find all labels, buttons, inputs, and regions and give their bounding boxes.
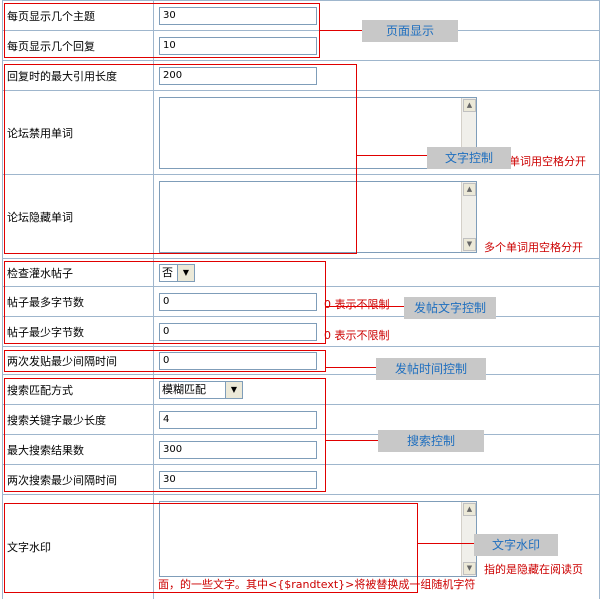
check-spam-value: 否: [162, 266, 173, 279]
label-banned-words: 论坛禁用单词: [2, 91, 154, 174]
row-watermark: 文字水印 ▲ ▼ 指的是隐藏在阅读页: [2, 495, 600, 599]
check-spam-select[interactable]: 否 ▼: [159, 264, 195, 282]
label-watermark: 文字水印: [2, 495, 154, 599]
post-min-bytes-hint: 0 表示不限制: [324, 329, 390, 342]
row-topics-per-page: 每页显示几个主题 30: [2, 1, 600, 31]
callout-post-text-control: 发帖文字控制: [404, 297, 496, 319]
row-max-quote-length: 回复时的最大引用长度 200: [2, 61, 600, 91]
label-hidden-words: 论坛隐藏单词: [2, 175, 154, 258]
callout-page-display: 页面显示: [362, 20, 458, 42]
callout-search-control: 搜索控制: [378, 430, 484, 452]
post-max-bytes-input[interactable]: 0: [159, 293, 317, 311]
row-check-spam: 检查灌水帖子 否 ▼: [2, 259, 600, 287]
chevron-down-icon[interactable]: ▼: [225, 382, 242, 398]
connector-text-control: [357, 155, 427, 156]
search-mode-value: 模糊匹配: [162, 383, 206, 396]
callout-post-time-control: 发帖时间控制: [376, 358, 486, 380]
search-min-keyword-input[interactable]: 4: [159, 411, 317, 429]
banned-words-hint: 单词用空格分开: [509, 155, 586, 168]
scroll-down-icon[interactable]: ▼: [463, 562, 476, 575]
row-search-interval: 两次搜索最少间隔时间 30: [2, 465, 600, 495]
label-post-min-bytes: 帖子最少字节数: [2, 317, 154, 346]
row-search-min-keyword: 搜索关键字最少长度 4: [2, 405, 600, 435]
post-interval-input[interactable]: 0: [159, 352, 317, 370]
replies-per-page-input[interactable]: 10: [159, 37, 317, 55]
label-post-max-bytes: 帖子最多字节数: [2, 287, 154, 316]
label-search-min-keyword: 搜索关键字最少长度: [2, 405, 154, 434]
connector-post-text-control: [326, 306, 404, 307]
row-post-interval: 两次发贴最少间隔时间 0: [2, 347, 600, 375]
row-post-max-bytes: 帖子最多字节数 0 0 表示不限制: [2, 287, 600, 317]
row-replies-per-page: 每页显示几个回复 10: [2, 31, 600, 61]
connector-page-display: [320, 30, 362, 31]
scroll-up-icon[interactable]: ▲: [463, 503, 476, 516]
search-interval-input[interactable]: 30: [159, 471, 317, 489]
label-search-interval: 两次搜索最少间隔时间: [2, 465, 154, 494]
banned-words-textarea[interactable]: ▲ ▼: [159, 97, 477, 169]
label-search-max-results: 最大搜索结果数: [2, 435, 154, 464]
watermark-scrollbar[interactable]: ▲ ▼: [461, 502, 476, 576]
label-topics-per-page: 每页显示几个主题: [2, 1, 154, 30]
row-hidden-words: 论坛隐藏单词 ▲ ▼ 多个单词用空格分开: [2, 175, 600, 259]
row-search-max-results: 最大搜索结果数 300: [2, 435, 600, 465]
scroll-down-icon[interactable]: ▼: [463, 238, 476, 251]
label-max-quote-length: 回复时的最大引用长度: [2, 61, 154, 90]
topics-per-page-input[interactable]: 30: [159, 7, 317, 25]
callout-text-control: 文字控制: [427, 147, 511, 169]
connector-watermark: [418, 543, 492, 544]
row-post-min-bytes: 帖子最少字节数 0 0 表示不限制: [2, 317, 600, 347]
hidden-words-textarea[interactable]: ▲ ▼: [159, 181, 477, 253]
label-replies-per-page: 每页显示几个回复: [2, 31, 154, 60]
watermark-footer-text: 面，的一些文字。其中<{$randtext}>将被替换成一组随机字符: [158, 578, 476, 591]
scroll-up-icon[interactable]: ▲: [463, 99, 476, 112]
connector-search-control: [326, 440, 378, 441]
watermark-hint: 指的是隐藏在阅读页: [484, 563, 583, 576]
hidden-words-scrollbar[interactable]: ▲ ▼: [461, 182, 476, 252]
max-quote-length-input[interactable]: 200: [159, 67, 317, 85]
watermark-textarea[interactable]: ▲ ▼: [159, 501, 477, 577]
scroll-up-icon[interactable]: ▲: [463, 183, 476, 196]
row-banned-words: 论坛禁用单词 ▲ ▼ 单词用空格分开: [2, 91, 600, 175]
row-search-mode: 搜索匹配方式 模糊匹配 ▼: [2, 375, 600, 405]
label-post-interval: 两次发贴最少间隔时间: [2, 347, 154, 374]
hidden-words-hint: 多个单词用空格分开: [484, 241, 583, 254]
post-max-bytes-hint: 0 表示不限制: [324, 298, 390, 311]
chevron-down-icon[interactable]: ▼: [177, 265, 194, 281]
callout-text-watermark: 文字水印: [474, 534, 558, 556]
label-search-mode: 搜索匹配方式: [2, 375, 154, 404]
connector-post-time-control: [326, 367, 376, 368]
post-min-bytes-input[interactable]: 0: [159, 323, 317, 341]
search-mode-select[interactable]: 模糊匹配 ▼: [159, 381, 243, 399]
search-max-results-input[interactable]: 300: [159, 441, 317, 459]
label-check-spam: 检查灌水帖子: [2, 259, 154, 286]
